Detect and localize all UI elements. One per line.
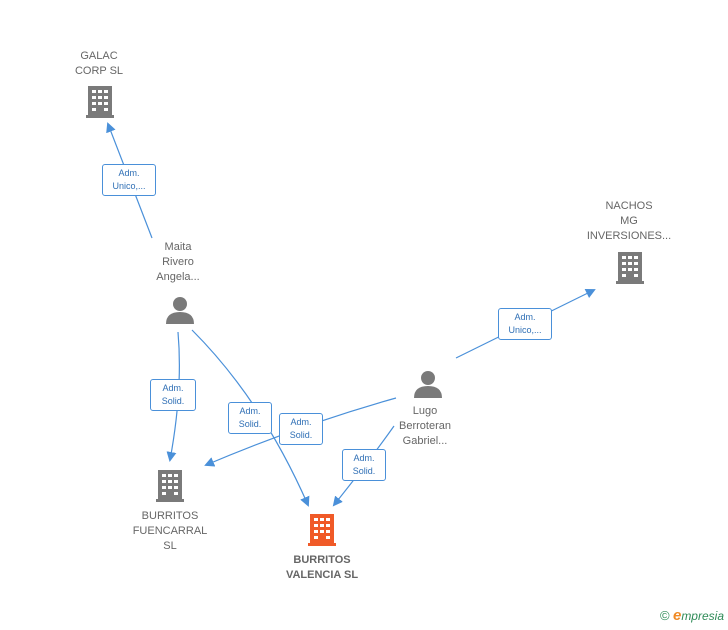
relation-label-lugo-valencia[interactable]: Adm. Solid.	[342, 449, 386, 481]
company-label-fuencarral[interactable]: BURRITOS FUENCARRAL SL	[132, 510, 208, 552]
copyright-icon: ©	[660, 608, 670, 623]
relation-label-lugo-nachos[interactable]: Adm. Unico,...	[498, 308, 552, 340]
person-label-maita[interactable]: Maita Rivero Angela...	[156, 241, 200, 283]
brand-initial: e	[672, 607, 682, 624]
empresia-watermark: © empresia	[660, 607, 724, 624]
building-icon-fuencarral[interactable]	[156, 470, 184, 502]
building-icon-galac[interactable]	[86, 86, 114, 118]
building-icon-nachos[interactable]	[616, 252, 644, 284]
relation-label-maita-fuencarral[interactable]: Adm. Solid.	[150, 379, 196, 411]
relation-label-lugo-fuencarral[interactable]: Adm. Solid.	[279, 413, 323, 445]
relation-label-maita-galac[interactable]: Adm. Unico,...	[102, 164, 156, 196]
brand-name: mpresia	[681, 609, 724, 623]
person-icon-maita[interactable]	[166, 297, 194, 324]
company-label-valencia[interactable]: BURRITOS VALENCIA SL	[285, 554, 359, 581]
person-icon-lugo[interactable]	[414, 371, 442, 398]
company-label-galac[interactable]: GALAC CORP SL	[74, 50, 124, 77]
relation-label-maita-valencia[interactable]: Adm. Solid.	[228, 402, 272, 434]
company-label-nachos[interactable]: NACHOS MG INVERSIONES...	[586, 200, 672, 242]
building-icon-valencia[interactable]	[308, 514, 336, 546]
person-label-lugo[interactable]: Lugo Berroteran Gabriel...	[399, 405, 451, 447]
